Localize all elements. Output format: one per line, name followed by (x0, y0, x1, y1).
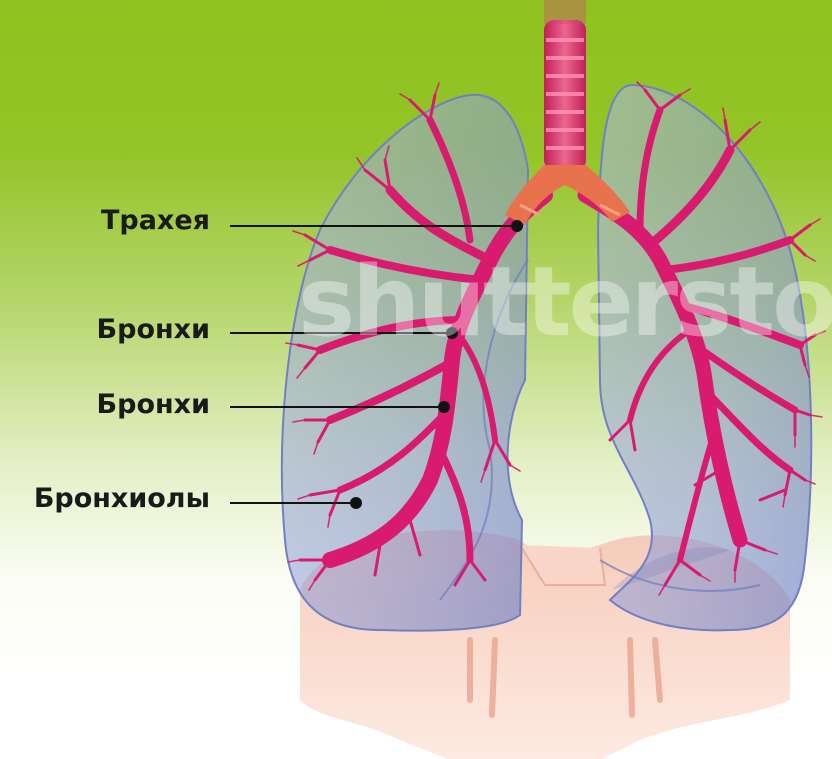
label-bronchioles: Бронхиолы (34, 485, 210, 512)
label-trachea: Трахея (101, 207, 210, 234)
left-lung (282, 95, 528, 631)
label-bronchi-primary: Бронхи (97, 316, 210, 343)
label-bronchi-secondary: Бронхи (97, 391, 210, 418)
